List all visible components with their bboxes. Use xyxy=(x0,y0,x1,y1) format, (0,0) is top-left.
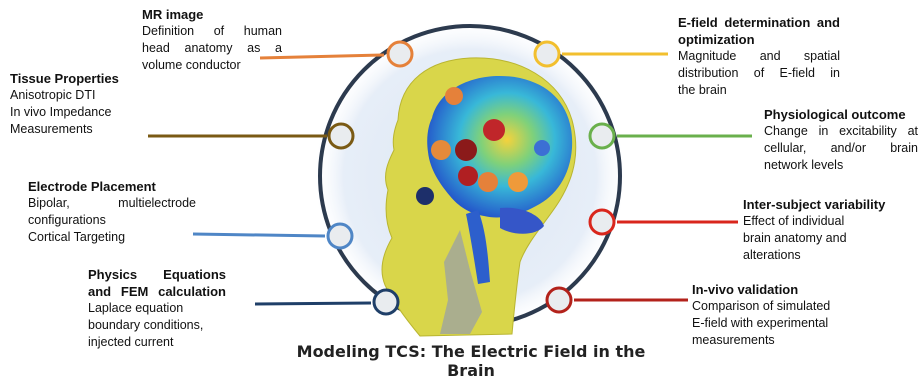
electrode-marker xyxy=(445,87,463,105)
diagram-caption: Modeling TCS: The Electric Field in the … xyxy=(296,342,646,380)
node-intersubject[interactable] xyxy=(588,208,616,236)
cerebellum xyxy=(500,207,544,234)
callout-line: Measurements xyxy=(10,122,93,136)
callout-line: Change in excitability at xyxy=(764,124,918,138)
electrode-marker xyxy=(458,166,478,186)
callout-line: brain anatomy and xyxy=(743,231,847,245)
callout-line: Effect of individual xyxy=(743,214,845,228)
callout-in-vivo-validation: In-vivo validation Comparison of simulat… xyxy=(692,281,862,349)
callout-title: MR image xyxy=(142,7,204,22)
electrode-marker xyxy=(534,140,550,156)
callout-line: Magnitude and spatial xyxy=(678,49,840,63)
callout-line: cellular, and/or brain xyxy=(764,141,918,155)
callout-line: volume conductor xyxy=(142,58,241,72)
callout-line: measurements xyxy=(692,333,775,347)
callout-line: Cortical Targeting xyxy=(28,230,126,244)
callout-line: head anatomy as a xyxy=(142,41,282,55)
connector-electrode xyxy=(192,232,326,238)
node-physio[interactable] xyxy=(588,122,616,150)
callout-title: Tissue Properties xyxy=(10,71,119,86)
node-physics[interactable] xyxy=(372,288,400,316)
callout-line: distribution of E-field in xyxy=(678,66,840,80)
callout-line: E-field with experimental xyxy=(692,316,829,330)
callout-tissue-properties: Tissue Properties Anisotropic DTI In viv… xyxy=(10,70,140,138)
callout-line: Anisotropic DTI xyxy=(10,88,96,102)
callout-title: E-field determination and optimization xyxy=(678,15,840,47)
electrode-marker xyxy=(478,172,498,192)
callout-physiological-outcome: Physiological outcome Change in excitabi… xyxy=(764,106,918,174)
callout-line: network levels xyxy=(764,158,844,172)
callout-line: injected current xyxy=(88,335,174,349)
callout-line: configurations xyxy=(28,213,106,227)
callout-title: Physics Equations and FEM calculation xyxy=(88,267,226,299)
connector-physics xyxy=(254,301,372,306)
callout-electrode-placement: Electrode Placement Bipolar, multielectr… xyxy=(28,178,196,246)
node-tissue[interactable] xyxy=(327,122,355,150)
electrode-marker xyxy=(431,140,451,160)
electrode-marker xyxy=(416,187,434,205)
connector-mr xyxy=(259,53,385,60)
electrode-marker xyxy=(483,119,505,141)
brainstem xyxy=(466,210,490,284)
callout-line: boundary conditions, xyxy=(88,318,204,332)
callout-title: In-vivo validation xyxy=(692,282,799,297)
callout-line: Laplace equation xyxy=(88,301,184,315)
callout-line: alterations xyxy=(743,248,801,262)
callout-line: Definition of human xyxy=(142,24,282,38)
callout-title: Electrode Placement xyxy=(28,179,156,194)
tcs-diagram xyxy=(148,18,752,337)
callout-mr-image: MR image Definition of human head anatom… xyxy=(142,6,282,74)
head-model-illustration xyxy=(381,57,577,337)
node-mr[interactable] xyxy=(386,40,414,68)
callout-physics-fem: Physics Equations and FEM calculation La… xyxy=(88,266,226,351)
callout-line: Comparison of simulated xyxy=(692,299,831,313)
callout-efield-determination: E-field determination and optimization M… xyxy=(678,14,840,99)
connectors xyxy=(148,40,752,316)
electrode-marker xyxy=(508,172,528,192)
node-electrode[interactable] xyxy=(326,222,354,250)
node-invivo[interactable] xyxy=(545,286,573,314)
callout-line: the brain xyxy=(678,83,727,97)
electrode-marker xyxy=(455,139,477,161)
node-efield[interactable] xyxy=(533,40,561,68)
callout-line: In vivo Impedance xyxy=(10,105,112,119)
callout-inter-subject-variability: Inter-subject variability Effect of indi… xyxy=(743,196,918,264)
callout-line: Bipolar, multielectrode xyxy=(28,196,196,210)
callout-title: Physiological outcome xyxy=(764,107,906,122)
callout-title: Inter-subject variability xyxy=(743,197,886,212)
skull-section xyxy=(440,230,482,334)
